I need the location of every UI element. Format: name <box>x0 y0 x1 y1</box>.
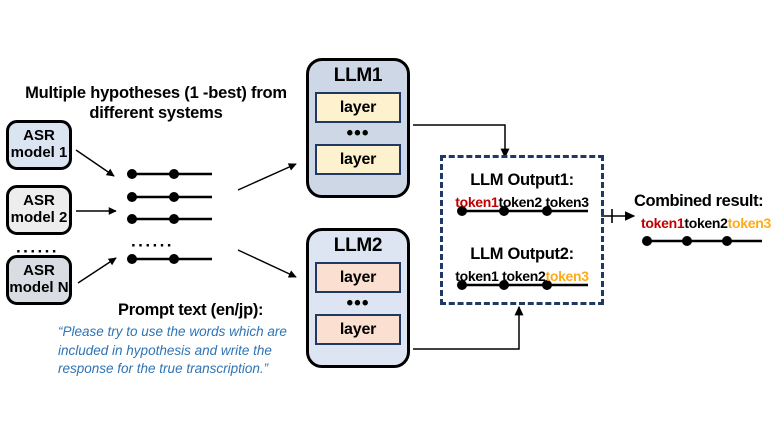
hypothesis-line <box>127 254 212 264</box>
asr-model-n-box[interactable]: ASR model N <box>6 255 72 305</box>
hypotheses-to-llm-arrows <box>237 163 297 278</box>
llm2-title: LLM2 <box>333 235 383 256</box>
asr-model-2-line2: model 2 <box>10 209 68 226</box>
hypothesis-lattices <box>127 169 212 264</box>
asr-model-2-box[interactable]: ASR model 2 <box>6 185 72 235</box>
llm2-layer-ellipsis: ••• <box>346 293 370 314</box>
asr-model-1-line2: model 1 <box>10 144 68 161</box>
asr-model-2-line1: ASR <box>23 192 55 210</box>
prompt-text-title: Prompt text (en/jp): <box>118 301 264 319</box>
output1-token1: token1 <box>455 194 499 210</box>
page-title-line1: Multiple hypotheses (1 -best) from <box>25 84 287 102</box>
llm2-block[interactable]: LLM2 layer ••• layer <box>306 228 410 368</box>
hypotheses-ellipsis: ······ <box>131 236 174 255</box>
page-title-line2: different systems <box>89 104 223 123</box>
combined-lattice <box>642 236 762 246</box>
llm1-title: LLM1 <box>333 65 383 86</box>
llm1-to-output-arrow <box>413 124 510 159</box>
llm-output2-tokens: token1 token2token3 <box>443 268 601 284</box>
prompt-text-body: “Please try to use the words which are i… <box>58 324 287 377</box>
asr-model-1-box[interactable]: ASR model 1 <box>6 120 72 170</box>
asr-to-hypotheses-arrows <box>75 149 117 284</box>
combined-token3: token3 <box>727 215 772 231</box>
hypothesis-line <box>127 169 212 179</box>
llm2-to-output-arrow <box>413 305 524 350</box>
output-to-combined-arrow <box>601 209 636 223</box>
output1-token3: token3 <box>541 194 589 210</box>
output2-lattice <box>457 280 588 290</box>
page-title: Multiple hypotheses (1 -best) from diffe… <box>6 83 306 123</box>
output2-token3: token3 <box>545 268 589 284</box>
asr-model-n-line2: model N <box>9 279 69 296</box>
output1-token2: token2 <box>498 194 543 210</box>
combined-token2: token2 <box>684 215 728 231</box>
output2-token2: token2 <box>502 268 546 284</box>
llm-output1-title: LLM Output1: <box>470 171 574 189</box>
llm-output1-tokens: token1token2 token3 <box>443 194 601 210</box>
llm1-layer-top[interactable]: layer <box>315 92 401 123</box>
llm1-layer-bottom[interactable]: layer <box>315 144 401 176</box>
combined-token1: token1 <box>641 215 685 231</box>
combined-result-tokens: token1token2token3 <box>641 215 771 231</box>
asr-model-1-line1: ASR <box>23 127 55 145</box>
llm1-layer-ellipsis: ••• <box>346 123 370 144</box>
output1-lattice <box>457 206 588 216</box>
hypothesis-line <box>127 192 212 202</box>
output2-token1: token1 <box>455 268 503 284</box>
combined-result-title: Combined result: <box>634 192 764 210</box>
llm-outputs-panel: LLM Output1: token1token2 token3 LLM Out… <box>440 155 604 305</box>
hypothesis-line <box>127 214 212 224</box>
llm-output2-title: LLM Output2: <box>470 245 574 263</box>
llm1-block[interactable]: LLM1 layer ••• layer <box>306 58 410 198</box>
llm2-layer-bottom[interactable]: layer <box>315 314 401 346</box>
llm2-layer-top[interactable]: layer <box>315 262 401 293</box>
asr-model-n-line1: ASR <box>23 262 55 280</box>
